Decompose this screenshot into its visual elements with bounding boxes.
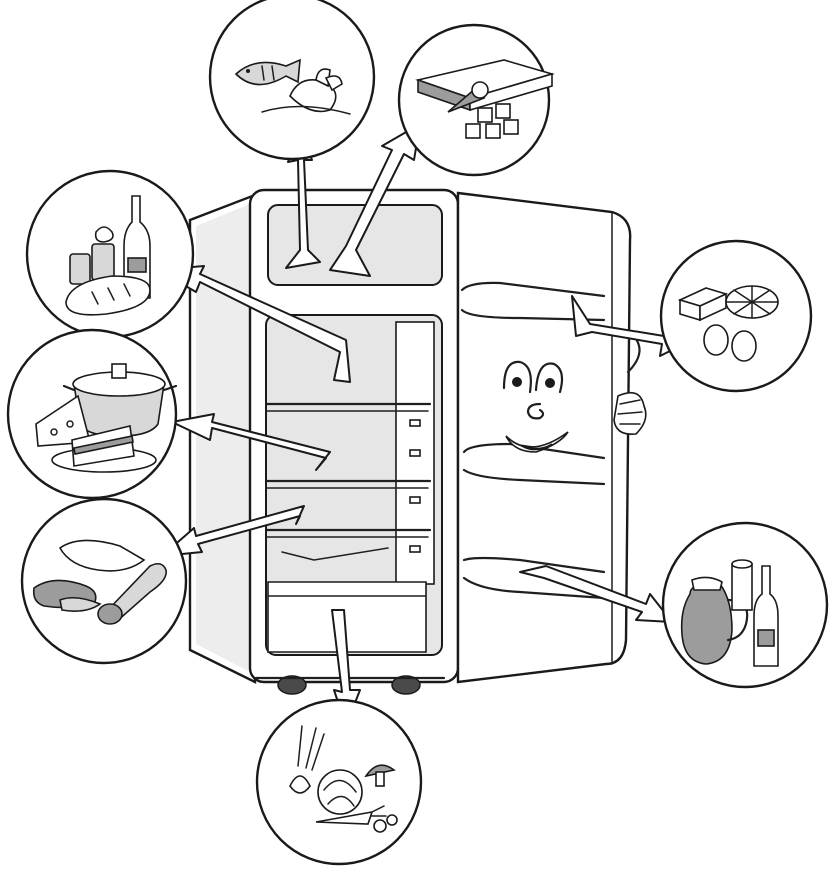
carrot-icon — [315, 805, 387, 825]
crisper-drawer — [267, 581, 427, 653]
butter-icon — [677, 287, 729, 322]
bottle-icon — [123, 195, 151, 299]
circle-meat — [20, 497, 188, 665]
door-rack-1 — [460, 308, 606, 322]
pot-icon — [62, 363, 178, 437]
ice-tray-icon — [415, 59, 555, 112]
eggs-icon — [703, 324, 757, 362]
cabbage-icon — [317, 769, 363, 815]
circle-pot-cheese-cake — [6, 328, 178, 500]
circle-bread-bottle — [25, 169, 195, 339]
door-rack-2 — [462, 468, 606, 486]
shelves — [264, 402, 432, 538]
door-rack-1-top — [460, 281, 606, 298]
jug-icon — [680, 576, 749, 665]
hand-fingers — [617, 399, 643, 425]
fridge-door — [456, 191, 632, 684]
right-pupil — [545, 378, 555, 388]
smiling-mouth — [505, 431, 569, 453]
cheese-wheel-icon — [725, 285, 779, 319]
plate-icon — [261, 105, 351, 115]
bottle-icon — [753, 565, 779, 667]
cake-icon — [51, 425, 157, 473]
tongue — [521, 443, 553, 451]
circle-dairy — [659, 239, 813, 393]
fridge-foot-right — [391, 675, 421, 695]
door-rack-3-top — [462, 556, 606, 574]
left-eye — [502, 360, 532, 394]
right-eye — [534, 362, 564, 394]
shelf-supports — [409, 419, 421, 553]
circle-fish-poultry — [208, 0, 376, 161]
ice-cubes-icon — [465, 103, 519, 139]
radish-icon — [373, 814, 398, 833]
nose — [526, 402, 545, 420]
door-rack-3 — [462, 576, 606, 600]
door-racks — [460, 281, 606, 600]
circle-drinks — [661, 521, 829, 689]
circle-vegetables — [255, 698, 423, 866]
fridge-left-side-shade — [196, 204, 250, 672]
refrigerator — [188, 188, 647, 695]
ice-cream-cone-icon — [447, 81, 489, 113]
meat-icon — [58, 539, 146, 572]
fridge-foot-left — [277, 675, 307, 695]
mushroom-icon — [364, 764, 396, 787]
circle-frozen — [397, 23, 555, 177]
leek-icon — [289, 725, 325, 794]
fish-icon — [234, 58, 301, 86]
door-rack-2-top — [462, 442, 606, 460]
door-face — [502, 360, 569, 453]
lower-shelf-lip — [281, 547, 389, 561]
tall-carton-icon — [731, 559, 753, 611]
fish-fillet-icon — [32, 579, 102, 612]
sausage-icon — [97, 562, 167, 625]
left-pupil — [512, 377, 522, 387]
bread-icon — [65, 275, 151, 316]
poultry-icon — [289, 68, 343, 113]
